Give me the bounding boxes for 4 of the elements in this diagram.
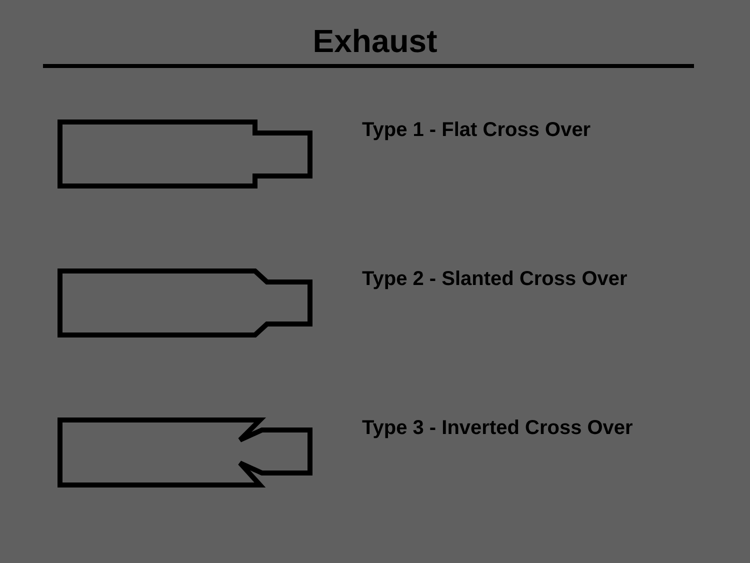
type-label: Type 2 - Slanted Cross Over (362, 268, 628, 291)
type-label: Type 3 - Inverted Cross Over (362, 417, 633, 440)
type-label: Type 1 - Flat Cross Over (362, 119, 591, 142)
title: Exhaust (312, 23, 438, 60)
